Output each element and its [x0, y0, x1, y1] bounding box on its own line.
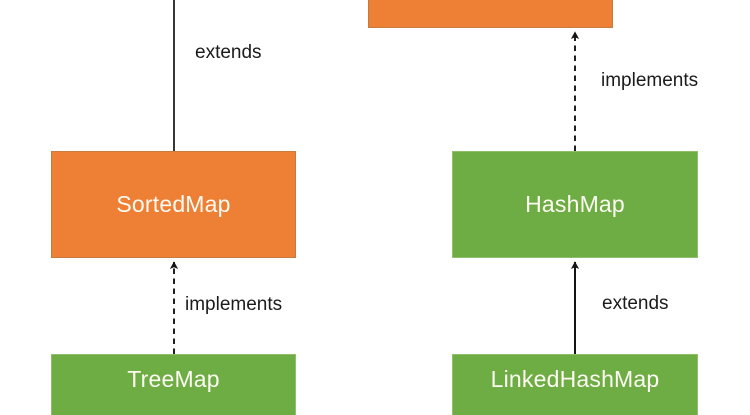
node-linkedhashmap-label: LinkedHashMap [490, 366, 660, 392]
edge-label-extends-linkedhashmap: extends [602, 293, 669, 314]
node-hashmap-label: HashMap [525, 191, 625, 217]
node-treemap-label: TreeMap [127, 366, 220, 392]
node-linkedhashmap[interactable]: LinkedHashMap [452, 354, 698, 415]
edge-label-implements-hashmap: implements [601, 70, 699, 91]
edge-label-implements-treemap: implements [185, 294, 283, 315]
node-treemap[interactable]: TreeMap [51, 354, 296, 415]
node-sortedmap[interactable]: SortedMap [51, 151, 296, 258]
edge-label-extends-top: extends [195, 42, 262, 63]
node-hashmap[interactable]: HashMap [452, 151, 698, 258]
node-top-interface[interactable] [368, 0, 613, 28]
node-sortedmap-label: SortedMap [116, 191, 231, 217]
